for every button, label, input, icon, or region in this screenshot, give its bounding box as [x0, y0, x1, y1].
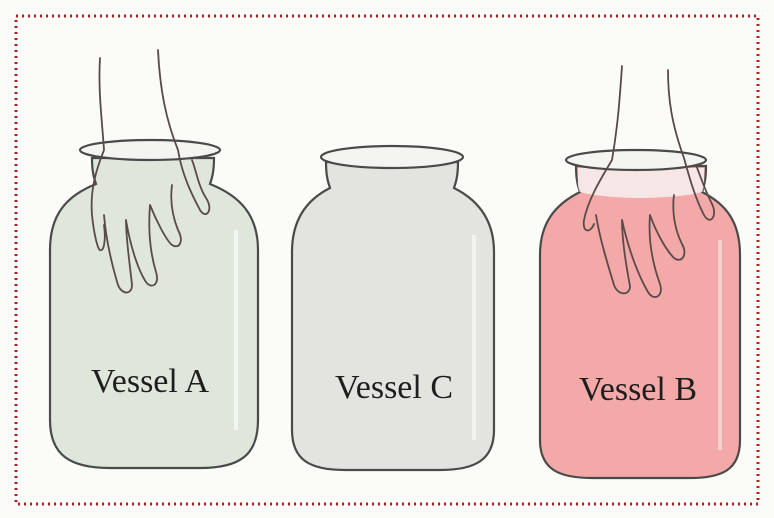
vessel-c-jar: [292, 162, 494, 470]
vessel-a-label: Vessel A: [91, 363, 210, 400]
vessel-b-jar: [540, 166, 740, 478]
vessel-b-label: Vessel B: [579, 371, 697, 408]
vessel-c: Vessel C: [292, 146, 494, 470]
vessel-b: Vessel B: [540, 66, 740, 478]
vessel-a: Vessel A: [50, 50, 258, 468]
vessel-c-rim: [321, 146, 463, 168]
vessel-a-jar: [50, 158, 258, 468]
vessel-c-label: Vessel C: [335, 369, 453, 406]
vessel-b-headspace: [578, 168, 704, 198]
